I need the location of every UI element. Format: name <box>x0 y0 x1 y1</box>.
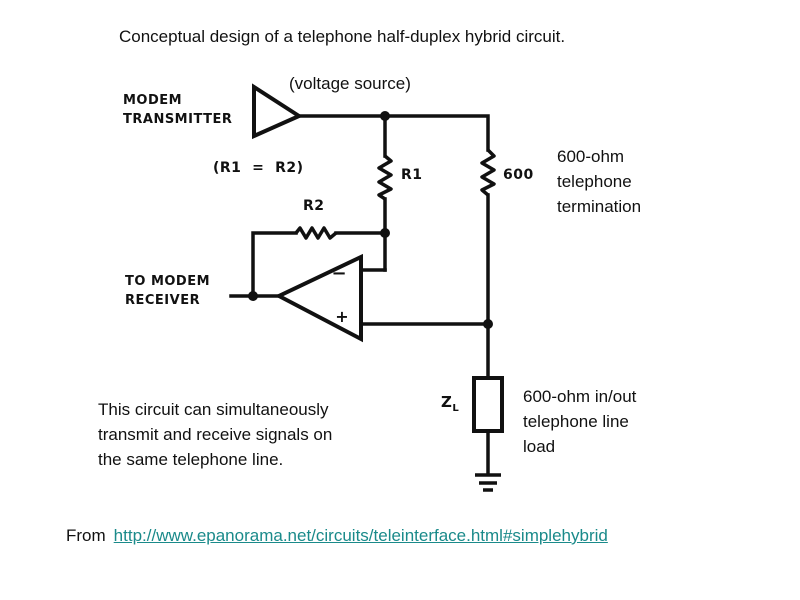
annotation-line: telephone line <box>523 412 629 431</box>
annotation-line: 600-ohm in/out <box>523 387 637 406</box>
ground-icon <box>475 473 501 492</box>
annotation-line: 600-ohm <box>557 147 625 166</box>
label-line: TO MODEM <box>125 274 211 289</box>
source-citation: From http://www.epanorama.net/circuits/te… <box>66 525 608 547</box>
termination-annotation: 600-ohm telephone termination <box>557 144 641 219</box>
annotation-line: telephone <box>557 172 632 191</box>
load-impedance-zl <box>472 376 504 433</box>
label-line: RECEIVER <box>125 293 201 308</box>
label-line: MODEM <box>123 93 183 108</box>
circuit-description: This circuit can simultaneously transmit… <box>98 397 332 472</box>
modem-receiver-label: TO MODEM RECEIVER <box>125 272 210 310</box>
wire-r2-left <box>251 231 298 298</box>
load-label-main: Z <box>441 393 453 411</box>
r2-label: R2 <box>303 198 325 214</box>
termination-resistor-label: 600 <box>503 167 534 183</box>
description-line: transmit and receive signals on <box>98 425 333 444</box>
annotation-line: termination <box>557 197 642 216</box>
opamp-inverting-sign: − <box>331 263 346 284</box>
opamp-symbol <box>274 253 363 343</box>
description-line: the same telephone line. <box>98 450 284 469</box>
annotation-line: load <box>523 437 556 456</box>
wire-top <box>297 114 490 152</box>
opamp-noninverting-sign: + <box>335 307 348 326</box>
voltage-source-annotation: (voltage source) <box>289 74 411 93</box>
load-label-subscript: L <box>452 403 460 414</box>
modem-transmitter-label: MODEM TRANSMITTER <box>123 91 232 129</box>
source-prefix: From <box>66 526 106 545</box>
resistor-600-ohm <box>480 148 496 197</box>
resistor-equality-label: (R1 = R2) <box>213 160 304 176</box>
diagram-title: Conceptual design of a telephone half-du… <box>119 27 566 46</box>
junction-node-output <box>248 291 258 301</box>
load-impedance-label: ZL <box>441 393 459 418</box>
transmitter-buffer-symbol <box>252 83 304 140</box>
resistor-r1 <box>377 154 393 201</box>
description-line: This circuit can simultaneously <box>98 400 329 419</box>
label-line: TRANSMITTER <box>123 112 233 127</box>
load-annotation: 600-ohm in/out telephone line load <box>523 384 636 459</box>
resistor-r2 <box>294 226 338 240</box>
source-link[interactable]: http://www.epanorama.net/circuits/telein… <box>113 526 608 545</box>
r1-label: R1 <box>401 167 423 183</box>
